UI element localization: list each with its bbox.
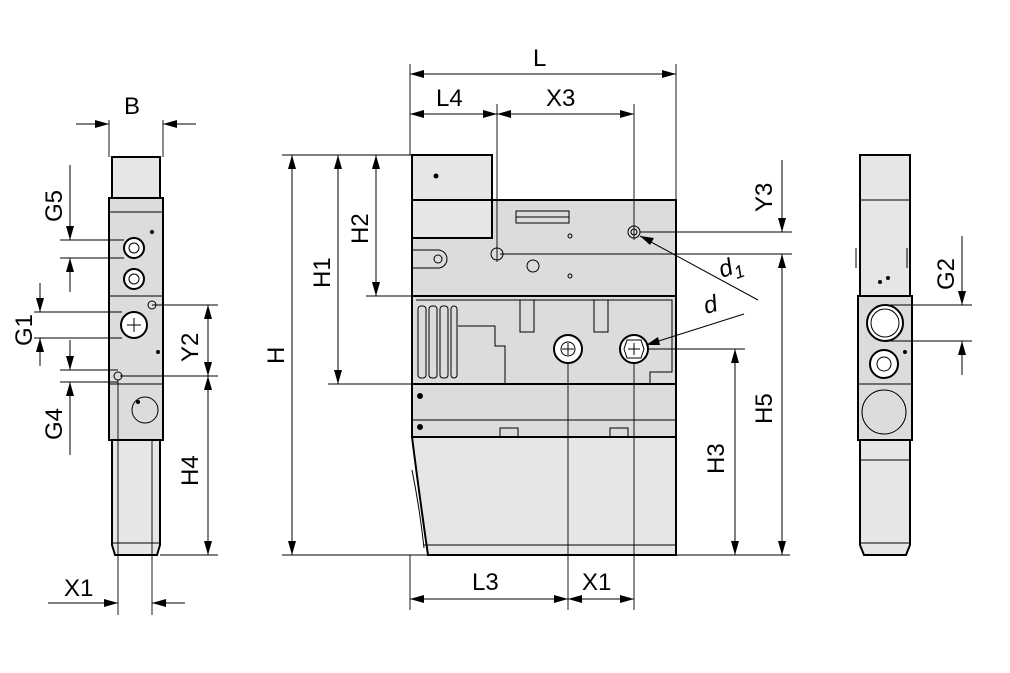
label-l: L (533, 45, 546, 72)
label-h: H (263, 347, 290, 364)
label-y2: Y2 (177, 333, 204, 362)
left-port-g4 (131, 396, 159, 424)
label-d1: d1 (715, 250, 748, 287)
label-g4: G4 (41, 408, 68, 440)
left-port-mid (123, 268, 145, 290)
label-g1: G1 (11, 314, 38, 346)
label-h4: H4 (177, 455, 204, 486)
front-bottom-jaw (410, 436, 677, 556)
label-g2: G2 (933, 258, 960, 290)
right-side-view (855, 154, 913, 556)
left-side-view (108, 156, 164, 556)
left-view-top-block (111, 156, 161, 199)
dimensions (34, 64, 972, 615)
dimension-labels: B G5 G1 G4 Y2 H4 X1 H H1 H2 L L4 X3 L3 X… (11, 45, 960, 602)
label-l3: L3 (472, 569, 499, 596)
label-x3: X3 (546, 85, 575, 112)
label-b: B (124, 93, 140, 120)
label-h2: H2 (347, 213, 374, 244)
right-port-g2 (866, 304, 904, 342)
label-d: d (701, 290, 722, 320)
label-h1: H1 (309, 257, 336, 288)
right-port-mid (869, 349, 899, 379)
cooling-fins (417, 305, 458, 379)
label-x1-bottom: X1 (582, 569, 611, 596)
label-x1-left: X1 (64, 575, 93, 602)
right-view-lower-tail (859, 439, 911, 556)
label-y3: Y3 (751, 183, 778, 212)
label-g5: G5 (41, 190, 68, 222)
label-h5: H5 (751, 393, 778, 424)
front-view (410, 154, 677, 556)
left-view-lower-tail (111, 439, 161, 556)
label-l4: L4 (436, 85, 463, 112)
front-lower-body (411, 383, 677, 438)
label-h3: H3 (703, 443, 730, 474)
right-view-top-block (859, 154, 911, 297)
left-port-g5 (123, 237, 145, 259)
